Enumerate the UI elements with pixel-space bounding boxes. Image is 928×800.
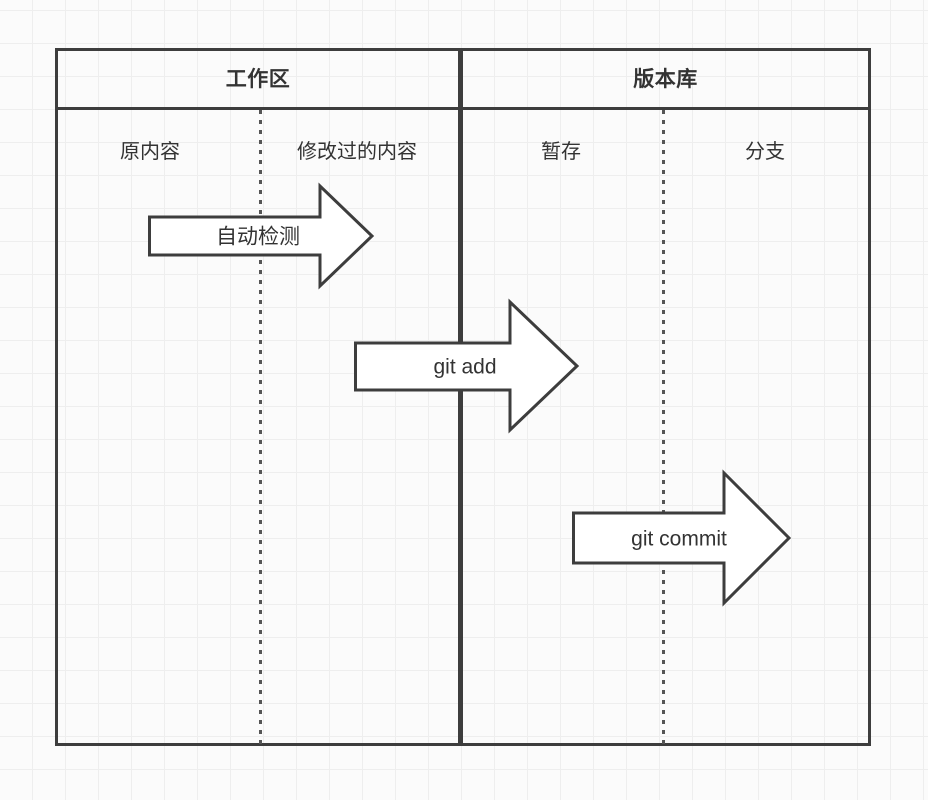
panel-repository-title: 版本库 <box>633 67 698 91</box>
arrow-label-auto-detect: 自动检测 <box>216 225 300 249</box>
arrow-git-commit-shape <box>572 469 792 607</box>
arrow-git-add <box>354 298 580 434</box>
arrow-label-git-add: git add <box>433 355 497 379</box>
panel-working-area-header: 工作区 <box>58 51 458 110</box>
column-label-staging: 暂存 <box>541 141 581 163</box>
panel-repository-header: 版本库 <box>463 51 868 110</box>
arrow-git-add-shape <box>354 298 580 434</box>
column-label-branch: 分支 <box>745 141 785 163</box>
arrow-auto-detect <box>148 182 375 290</box>
column-label-modified-content: 修改过的内容 <box>297 141 417 163</box>
panel-working-area: 工作区 <box>55 48 461 746</box>
arrow-auto-detect-shape <box>148 182 375 290</box>
arrow-git-commit <box>572 469 792 607</box>
column-label-original-content: 原内容 <box>120 141 180 163</box>
dotted-divider-working-area <box>259 110 262 745</box>
panel-working-area-title: 工作区 <box>225 67 291 91</box>
panel-repository: 版本库 <box>460 48 871 746</box>
dotted-divider-repository <box>662 110 665 745</box>
arrow-label-git-commit: git commit <box>631 527 727 551</box>
